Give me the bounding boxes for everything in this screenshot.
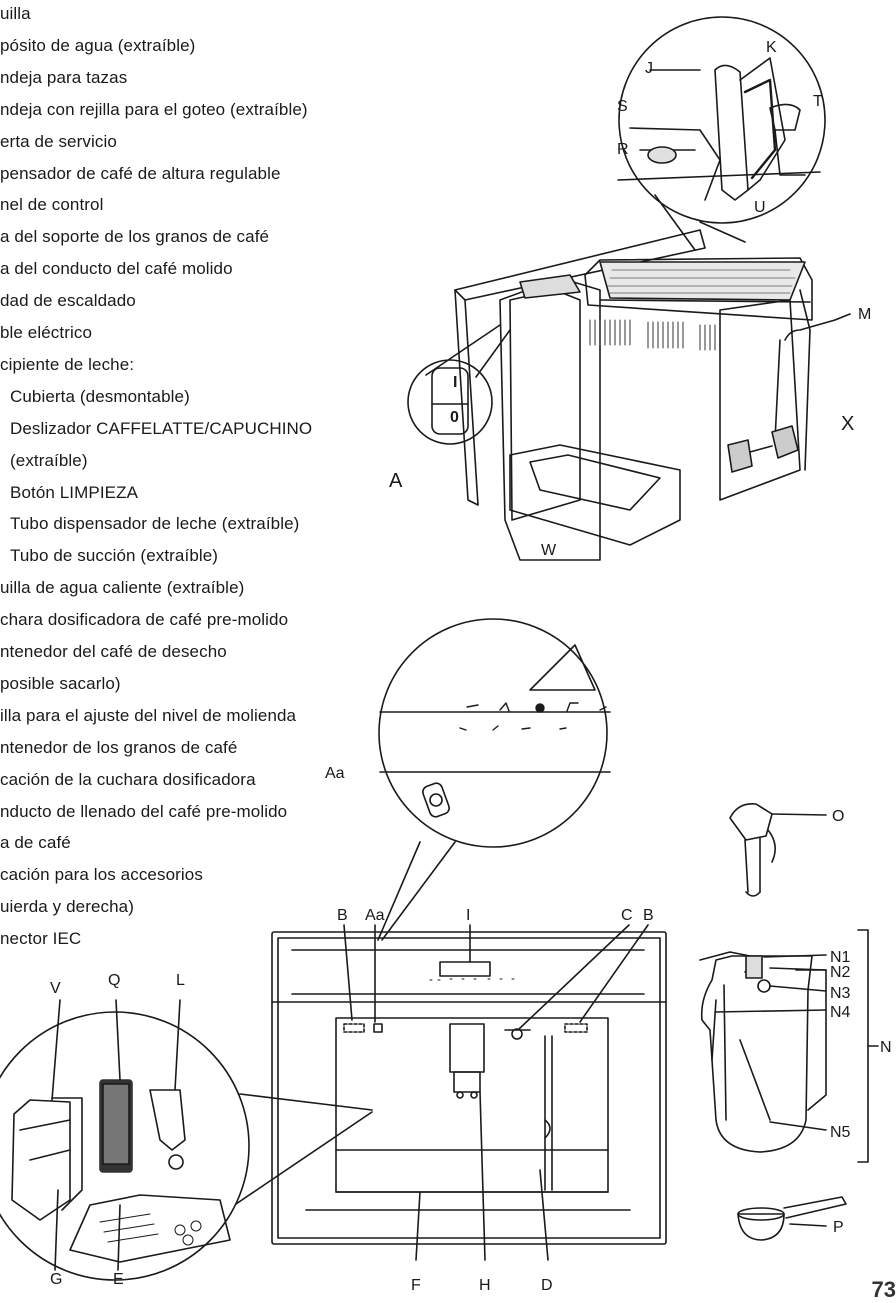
legend-item: posible sacarlo)	[0, 673, 121, 693]
label-Aa-zoom: Aa	[325, 765, 345, 782]
legend-item: uilla de agua caliente (extraíble)	[0, 578, 245, 598]
legend-item: dad de escaldado	[0, 291, 136, 311]
label-M: M	[858, 306, 871, 323]
legend-item: cipiente de leche:	[0, 354, 135, 374]
label-K: K	[766, 39, 777, 56]
legend-item: uierda y derecha)	[0, 897, 134, 917]
accessories	[699, 802, 879, 1241]
label-N4: N4	[830, 1004, 851, 1021]
legend-item: nector IEC	[0, 929, 82, 949]
legend-item: nel de control	[0, 195, 104, 215]
legend-item: ndeja con rejilla para el goteo (extraíb…	[0, 99, 308, 119]
label-B-left: B	[337, 907, 348, 924]
label-C: C	[621, 907, 633, 924]
legend-item: pósito de agua (extraíble)	[0, 35, 196, 55]
label-N: N	[880, 1039, 892, 1056]
label-S: S	[617, 98, 628, 115]
machine-front-view	[271, 924, 667, 1261]
legend-item: Tubo de succión (extraíble)	[10, 546, 219, 566]
legend-item: ble eléctrico	[0, 323, 93, 342]
label-U: U	[754, 199, 766, 216]
label-N2: N2	[830, 964, 851, 981]
label-L: L	[176, 972, 185, 989]
label-N1: N1	[830, 949, 851, 966]
legend-item: Tubo dispensador de leche (extraíble)	[10, 514, 300, 534]
legend-item: erta de servicio	[0, 131, 117, 151]
legend-item: ntenedor del café de desecho	[0, 642, 227, 661]
label-N3: N3	[830, 985, 851, 1002]
label-J: J	[645, 60, 653, 77]
label-V: V	[50, 980, 61, 997]
control-panel-magnifier	[377, 618, 611, 941]
machine-side-view	[454, 229, 851, 561]
label-Q: Q	[108, 972, 120, 989]
label-E: E	[113, 1271, 124, 1288]
label-I: I	[466, 907, 470, 924]
label-O: O	[832, 808, 844, 825]
label-Aa: Aa	[365, 907, 385, 924]
legend-item: a del conducto del café molido	[0, 259, 233, 279]
interior-magnifier	[0, 999, 373, 1281]
legend-item: cación para los accesorios	[0, 865, 203, 885]
legend-item: illa para el ajuste del nivel de moliend…	[0, 705, 297, 725]
label-P: P	[833, 1219, 844, 1236]
label-G: G	[50, 1271, 62, 1288]
legend-item: chara dosificadora de café pre-molido	[0, 610, 289, 630]
label-W: W	[541, 542, 557, 559]
label-H: H	[479, 1277, 491, 1294]
legend-item: Botón LIMPIEZA	[10, 482, 139, 502]
legend-item: (extraíble)	[10, 450, 88, 470]
switch-callout	[407, 324, 511, 445]
legend-item: ndeja para tazas	[0, 67, 128, 87]
label-D: D	[541, 1277, 553, 1294]
legend-item: uilla	[0, 4, 31, 23]
label-A: A	[389, 470, 403, 492]
legend-item: cación de la cuchara dosificadora	[0, 769, 256, 789]
label-F: F	[411, 1277, 421, 1294]
legend-item: nducto de llenado del café pre-molido	[0, 801, 288, 821]
label-B-right: B	[643, 907, 654, 924]
label-R: R	[617, 141, 629, 158]
label-N5: N5	[830, 1124, 851, 1141]
legend-item: ntenedor de los granos de café	[0, 737, 238, 757]
legend-item: a del soporte de los granos de café	[0, 227, 270, 247]
legend-item: a de café	[0, 833, 71, 853]
label-X: X	[841, 413, 854, 435]
label-T: T	[813, 93, 823, 110]
legend-item: Cubierta (desmontable)	[10, 386, 190, 406]
legend-item: Deslizador CAFFELATTE/CAPUCHINO	[10, 418, 313, 438]
switch-off-glyph: 0	[450, 409, 459, 426]
page-number: 73	[871, 1277, 896, 1302]
switch-on-glyph: I	[453, 374, 457, 391]
detail-magnifier-top	[617, 16, 826, 251]
legend-item: pensador de café de altura regulable	[0, 163, 281, 183]
